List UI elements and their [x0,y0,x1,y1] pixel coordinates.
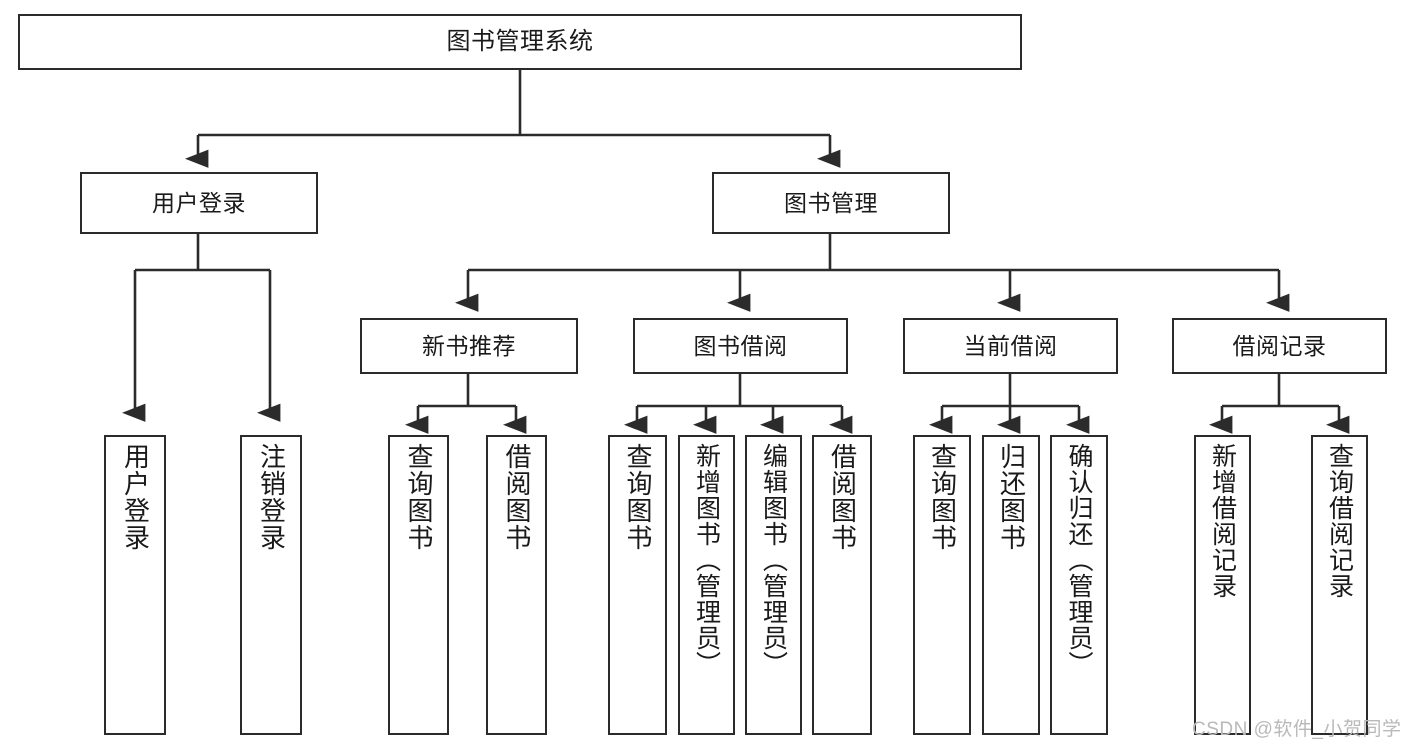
node-label: 借阅记录 [1232,332,1327,359]
node-label: 图书管理 [784,189,878,216]
leaf-user-login[interactable]: 用户登录 [104,435,166,735]
node-label: 新增图书（管理员） [692,443,721,677]
leaf-newbook-query-book[interactable]: 查询图书 [388,435,449,735]
node-book-borrow[interactable]: 图书借阅 [633,318,848,374]
node-label: 用户登录 [152,189,246,216]
leaf-record-add-record[interactable]: 新增借阅记录 [1194,435,1251,735]
node-root-system[interactable]: 图书管理系统 [18,14,1022,70]
node-label: 借阅图书 [827,443,858,551]
leaf-newbook-borrow-book[interactable]: 借阅图书 [486,435,547,735]
node-label: 当前借阅 [963,332,1058,359]
node-label: 借阅图书 [502,443,533,551]
node-label: 查询图书 [623,443,654,551]
node-label: 图书管理系统 [446,28,594,56]
node-user-login[interactable]: 用户登录 [80,172,318,234]
leaf-borrow-add-book-admin[interactable]: 新增图书（管理员） [678,435,735,735]
node-book-management[interactable]: 图书管理 [712,172,950,234]
leaf-current-return-book[interactable]: 归还图书 [982,435,1040,735]
leaf-borrow-query-book[interactable]: 查询图书 [608,435,667,735]
node-label: 用户登录 [120,443,151,551]
node-label: 确认归还（管理员） [1065,443,1093,677]
leaf-borrow-edit-book-admin[interactable]: 编辑图书（管理员） [745,435,802,735]
leaf-record-query-record[interactable]: 查询借阅记录 [1311,435,1368,735]
node-label: 新书推荐 [422,332,516,359]
node-label: 编辑图书（管理员） [759,443,788,677]
node-new-book-recommend[interactable]: 新书推荐 [360,318,578,374]
node-label: 图书借阅 [693,332,788,359]
node-label: 查询图书 [404,443,435,551]
node-label: 注销登录 [256,443,287,551]
node-label: 归还图书 [996,443,1027,551]
node-label: 查询图书 [927,443,958,551]
leaf-current-query-book[interactable]: 查询图书 [913,435,971,735]
node-label: 新增借阅记录 [1208,443,1237,599]
node-current-borrow[interactable]: 当前借阅 [903,318,1118,374]
leaf-borrow-borrow-book[interactable]: 借阅图书 [812,435,872,735]
node-label: 查询借阅记录 [1325,443,1354,599]
leaf-current-confirm-return-admin[interactable]: 确认归还（管理员） [1050,435,1108,735]
leaf-user-logout[interactable]: 注销登录 [240,435,302,735]
csdn-watermark: CSDN @软件_小贺同学 [1192,719,1402,740]
node-borrow-record[interactable]: 借阅记录 [1172,318,1387,374]
